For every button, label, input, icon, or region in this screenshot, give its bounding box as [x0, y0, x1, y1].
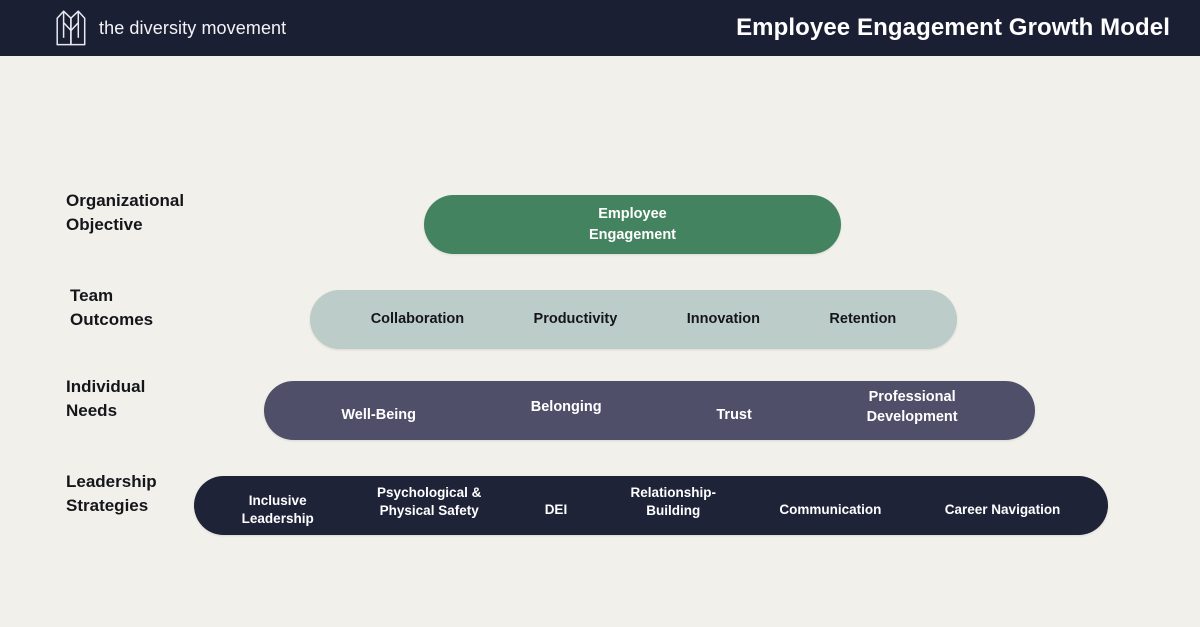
pill-leadership-strategies[interactable]: Inclusive Leadership Psychological & Phy… — [194, 476, 1108, 535]
brand: the diversity movement — [56, 9, 286, 47]
row-label-individual-needs: Individual Needs — [66, 377, 146, 421]
pill-item-employee-engagement: Employee Engagement — [588, 205, 676, 243]
pill-item-relationship-building: Relationship- Building — [630, 484, 717, 518]
pill-item-well-being: Well-Being — [341, 406, 417, 423]
model-row-team-outcomes: Team Outcomes Collaboration Productivity… — [0, 286, 1200, 349]
pill-individual-needs[interactable]: Well-Being Belonging Trust Professional … — [264, 381, 1035, 440]
pill-item-collaboration: Collaboration — [370, 311, 465, 328]
model-row-organizational-objective: Organizational Objective Employee Engage… — [0, 191, 1200, 254]
growth-model-diagram: Organizational Objective Employee Engage… — [0, 56, 1200, 627]
pill-item-trust: Trust — [716, 406, 752, 423]
row-label-organizational-objective: Organizational Objective — [66, 191, 185, 235]
row-label-leadership-strategies: Leadership Strategies — [66, 472, 157, 516]
pill-item-communication: Communication — [779, 501, 882, 517]
pill-item-dei: DEI — [544, 501, 568, 517]
pill-item-retention: Retention — [829, 311, 897, 328]
brand-name: the diversity movement — [99, 17, 287, 38]
pill-team-outcomes[interactable]: Collaboration Productivity Innovation Re… — [310, 290, 957, 349]
diversity-movement-monogram-icon — [56, 9, 86, 47]
model-row-individual-needs: Individual Needs Well-Being Belonging Tr… — [0, 377, 1200, 440]
pill-item-innovation: Innovation — [686, 311, 761, 328]
pill-item-professional-development: Professional Development — [866, 388, 958, 425]
pill-organizational-objective[interactable]: Employee Engagement — [424, 195, 841, 254]
pill-item-career-navigation: Career Navigation — [944, 501, 1061, 517]
pill-item-psychological-physical-safety: Psychological & Physical Safety — [377, 484, 482, 518]
model-row-leadership-strategies: Leadership Strategies Inclusive Leadersh… — [0, 472, 1200, 535]
row-label-team-outcomes: Team Outcomes — [70, 286, 154, 330]
page-title: Employee Engagement Growth Model — [736, 14, 1170, 41]
pill-item-belonging: Belonging — [530, 398, 602, 415]
pill-item-inclusive-leadership: Inclusive Leadership — [241, 492, 314, 526]
pill-item-productivity: Productivity — [533, 311, 618, 328]
page-header: the diversity movement Employee Engageme… — [0, 0, 1200, 56]
